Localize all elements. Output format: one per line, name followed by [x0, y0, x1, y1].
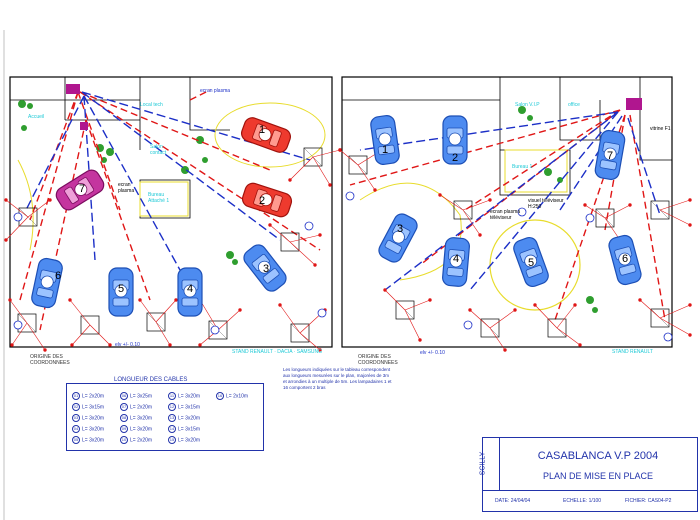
cable-length: L= 3x20m — [82, 437, 105, 444]
cable-length-table — [66, 383, 264, 451]
cable-length: L= 3x20m — [178, 393, 201, 400]
title-block-brand: SCILLY — [479, 438, 500, 490]
drawing-title: CASABLANCA V.P 2004 — [537, 450, 659, 462]
cable-number: 04 — [72, 425, 80, 433]
cable-number: 02 — [72, 403, 80, 411]
cable-length: L= 3x20m — [82, 426, 105, 433]
svg-text:2: 2 — [452, 152, 458, 164]
svg-text:3: 3 — [263, 263, 269, 275]
cable-number: 01 — [72, 392, 80, 400]
label-stand-right: STAND RENAULT — [612, 349, 653, 355]
title-block-footer: DATE: 24/04/04 ECHELLE: 1/100 FICHIER: C… — [483, 490, 697, 512]
drawing-scale: ECHELLE: 1/100 — [563, 498, 602, 504]
cable-length: L= 3x20m — [82, 415, 105, 422]
label-elev-right: elv +/- 0.10 — [420, 350, 445, 356]
right-plan — [338, 76, 692, 352]
cable-number: 15 — [168, 436, 176, 444]
drawing-file: FICHIER: CAS04-P2 — [625, 498, 672, 504]
cable-number: 08 — [120, 414, 128, 422]
label-stand-left: STAND RENAULT · DACIA · SAMSUNG — [232, 349, 322, 355]
label-vitrine: vitrine F1 — [650, 126, 671, 132]
cable-number: 14 — [168, 425, 176, 433]
svg-text:7: 7 — [607, 150, 613, 162]
cable-length: L= 3x15m — [178, 426, 201, 433]
drawing-date: DATE: 24/04/04 — [495, 498, 531, 504]
label-ecran-plasma-top: ecran plasma — [200, 88, 230, 94]
svg-text:6: 6 — [622, 253, 628, 265]
cable-length: L= 3x20m — [178, 437, 201, 444]
cable-number: 09 — [120, 425, 128, 433]
title-block: SCILLY CASABLANCA V.P 2004 PLAN DE MISE … — [479, 437, 698, 512]
svg-text:5: 5 — [118, 283, 124, 295]
cable-number: 11 — [168, 392, 176, 400]
label-salon-vip: Salon V.I.P — [515, 102, 540, 108]
cable-length: L= 2x10m — [226, 393, 249, 400]
label-office: office — [568, 102, 580, 108]
cable-length: L= 2x20m — [130, 404, 153, 411]
car-numbers: 1 2 3 4 5 6 7 1 2 3 4 5 6 7 — [55, 124, 628, 295]
left-plan — [4, 76, 342, 352]
cable-number: 07 — [120, 403, 128, 411]
cable-length: L= 2x20m — [82, 393, 105, 400]
cable-table-title: LONGUEUR DES CABLES — [112, 377, 190, 383]
svg-text:1: 1 — [382, 144, 388, 156]
cable-length: L= 3x20m — [130, 415, 153, 422]
cable-length: L= 3x15m — [178, 404, 201, 411]
label-accueil: Accueil — [28, 114, 44, 120]
cable-number: 05 — [72, 436, 80, 444]
cable-number: 10 — [120, 436, 128, 444]
cable-length: L= 3x20m — [130, 426, 153, 433]
cable-notes: Les longueurs indiquées sur le tableau c… — [283, 367, 392, 390]
cable-number: 16 — [216, 392, 224, 400]
cable-number: 13 — [168, 414, 176, 422]
svg-text:4: 4 — [187, 283, 193, 295]
svg-text:5: 5 — [528, 257, 534, 269]
drawing-subtitle: PLAN DE MISE EN PLACE — [542, 471, 654, 481]
label-bureau-right: Bureau 1 — [512, 164, 533, 170]
cable-number: 12 — [168, 403, 176, 411]
svg-text:4: 4 — [453, 253, 459, 265]
cable-number: 03 — [72, 414, 80, 422]
svg-text:6: 6 — [55, 270, 61, 282]
cable-length: L= 3x15m — [82, 404, 105, 411]
cable-length: L= 3x25m — [130, 393, 153, 400]
label-local: Local tech — [140, 102, 163, 108]
cable-length: L= 3x20m — [178, 415, 201, 422]
svg-text:3: 3 — [397, 223, 403, 235]
car-number-left: 1 — [259, 124, 265, 136]
cable-number: 06 — [120, 392, 128, 400]
cable-length: L= 2x20m — [130, 437, 153, 444]
svg-text:2: 2 — [259, 195, 265, 207]
label-elev-left: elv +/- 0.10 — [115, 342, 140, 348]
svg-text:7: 7 — [79, 183, 85, 195]
